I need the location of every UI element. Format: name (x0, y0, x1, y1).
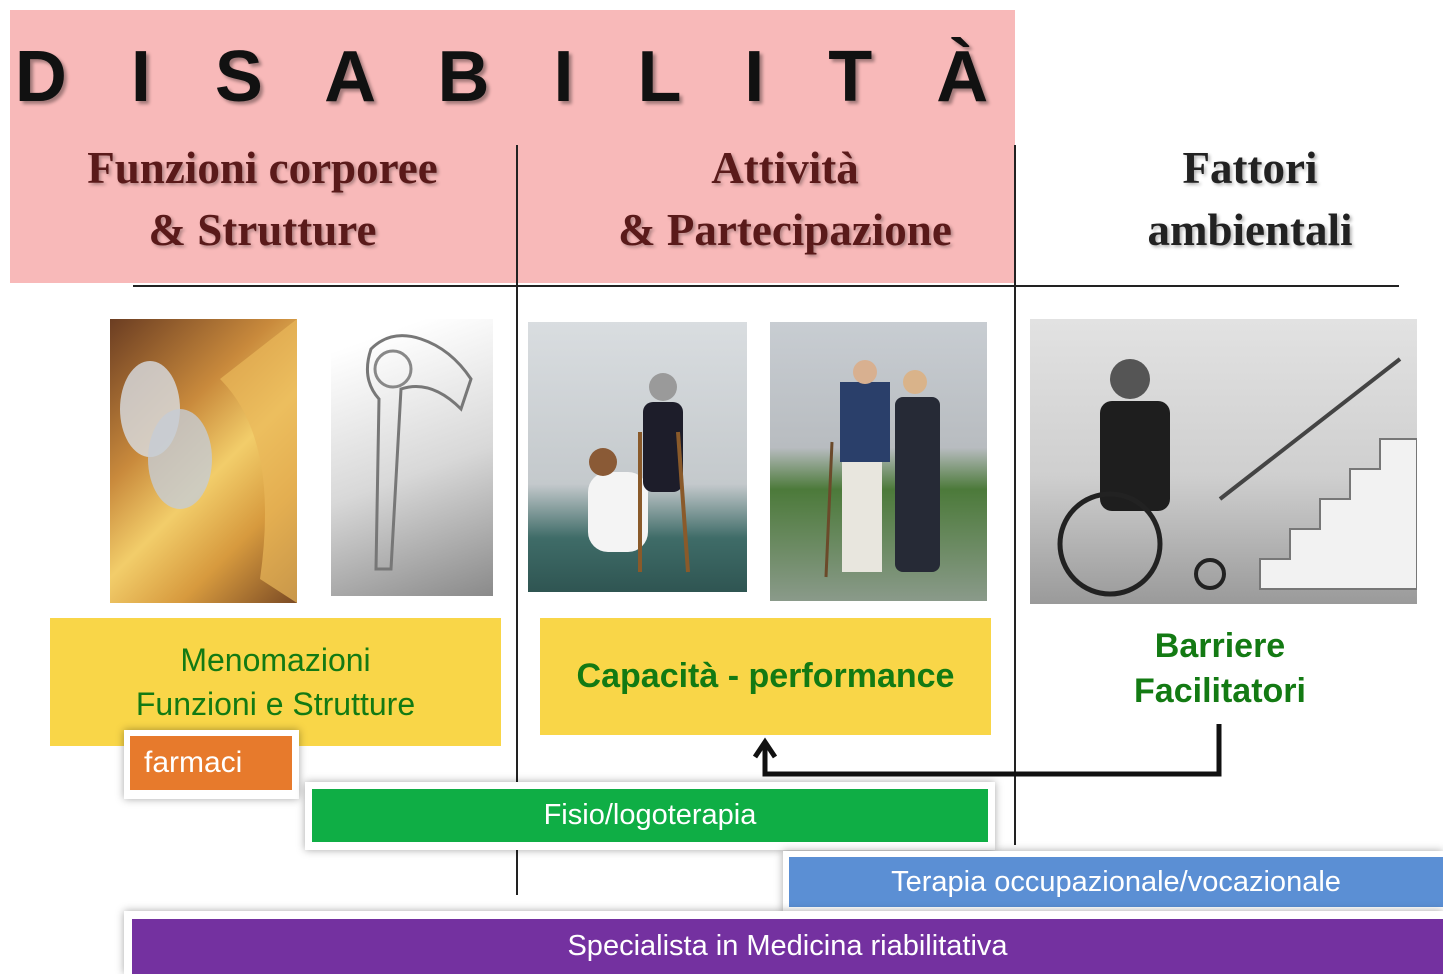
elderly-walking-photo (770, 322, 987, 601)
capacity-performance-box: Capacità - performance (540, 618, 991, 735)
drugs-card: farmaci (124, 730, 299, 799)
physio-bar: Fisio/logoterapia (312, 789, 988, 842)
dumbbell-photo (110, 319, 297, 603)
barriers-label: Barriere (1154, 627, 1286, 665)
column-heading-body-functions: Funzioni corporee & Strutture (40, 137, 485, 261)
crutch-rehab-photo (528, 322, 747, 592)
capacity-performance-label: Capacità - performance (576, 657, 955, 695)
impairments-line: Funzioni e Strutture (135, 686, 416, 722)
impairments-box: Menomazioni Funzioni e Strutture (50, 618, 501, 746)
facilitators-label: Facilitatori (1134, 672, 1306, 710)
rehab-specialist-bar: Specialista in Medicina riabilitativa (132, 919, 1443, 974)
column-heading-line: & Strutture (148, 205, 377, 255)
shoulder-xray-photo (331, 319, 493, 596)
occupational-therapy-bar: Terapia occupazionale/vocazionale (789, 857, 1443, 907)
heading-divider-line (133, 285, 1399, 287)
page-title: D I S A B I L I T À (14, 37, 1011, 117)
column-heading-environment: Fattori ambientali (1100, 137, 1400, 261)
impairments-line: Menomazioni (180, 642, 371, 678)
column-heading-line: ambientali (1147, 205, 1353, 255)
column-heading-line: Funzioni corporee (87, 143, 438, 193)
column-divider-line (1014, 145, 1016, 845)
physio-card: Fisio/logoterapia (305, 782, 995, 850)
specialist-card: Specialista in Medicina riabilitativa (124, 911, 1443, 974)
disability-header-band (10, 10, 1015, 283)
column-heading-activity: Attività & Partecipazione (565, 137, 1005, 261)
column-heading-line: & Partecipazione (618, 205, 952, 255)
barriers-facilitators-box: Barriere Facilitatori (1080, 624, 1360, 714)
occupational-card: Terapia occupazionale/vocazionale (783, 851, 1443, 914)
column-heading-line: Fattori (1182, 143, 1318, 193)
drugs-label: farmaci (130, 736, 292, 790)
column-divider-line (516, 145, 518, 895)
column-heading-line: Attività (711, 143, 859, 193)
wheelchair-stairs-photo (1030, 319, 1417, 604)
